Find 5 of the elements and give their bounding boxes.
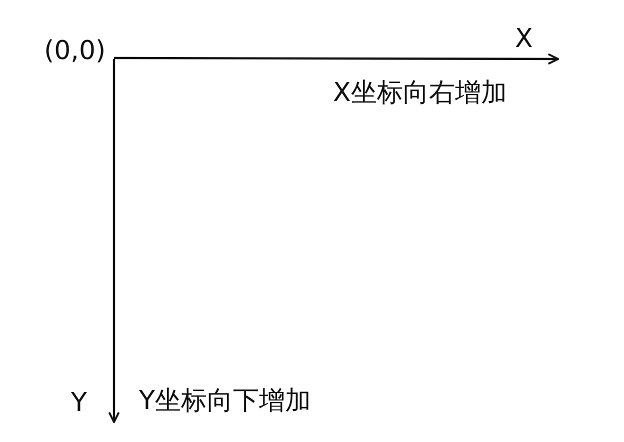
origin-label: (0,0) — [44, 38, 106, 64]
axis-label: Y — [71, 390, 87, 416]
axis-label: X — [515, 26, 533, 52]
axis-note: X坐标向右增加 — [333, 80, 507, 106]
axis-note: Y坐标向下增加 — [139, 388, 311, 414]
